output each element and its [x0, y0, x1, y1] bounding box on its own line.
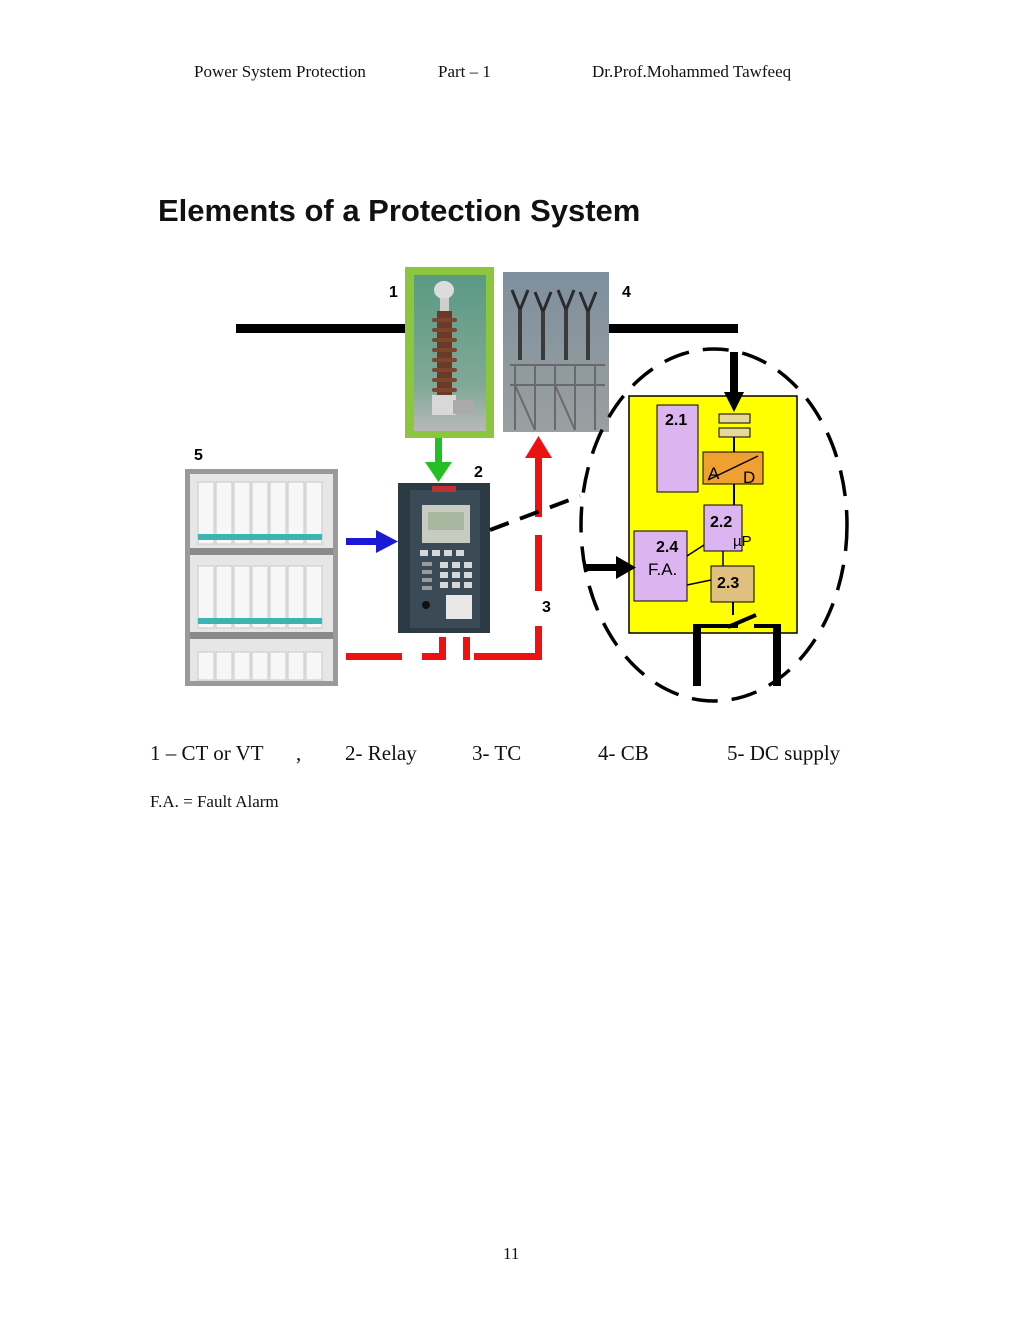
protection-system-diagram: 1 4 5 2 3 2.1 A D 2.2 µP 2.4 F.A. 2.3	[185, 267, 849, 703]
dc-battery-photo-icon	[185, 469, 338, 686]
ct-to-relay-arrow	[425, 438, 452, 482]
header-course: Power System Protection	[194, 62, 366, 81]
label-relay: 2	[474, 464, 483, 481]
label-ad-a: A	[708, 464, 720, 483]
current-transformer-photo-icon	[405, 267, 494, 438]
relay-detail-ellipse	[579, 347, 849, 703]
relay-detail-callout-line	[489, 494, 581, 532]
label-block-2-3: 2.3	[717, 575, 739, 592]
page-number: 11	[503, 1244, 520, 1263]
label-cb: 4	[622, 284, 631, 301]
header-part: Part – 1	[438, 62, 491, 81]
detail-input-arrow	[724, 352, 744, 412]
trip-circuit-tc	[346, 436, 552, 660]
bus-bar	[236, 324, 738, 333]
internal-wires	[686, 544, 724, 586]
block-2-1	[656, 404, 699, 493]
ad-converter-block	[702, 451, 764, 485]
legend-item-ct: 1 – CT or VT	[150, 741, 264, 765]
block-2-4-fault-alarm	[633, 530, 688, 602]
label-tc: 3	[542, 599, 551, 616]
label-block-2-4: 2.4	[656, 539, 678, 556]
page-title: Elements of a Protection System	[158, 193, 641, 228]
legend-item-tc: 3- TC	[472, 741, 522, 765]
circuit-breaker-photo-icon	[503, 272, 609, 432]
legend-item-relay: 2- Relay	[345, 741, 417, 765]
label-dc: 5	[194, 447, 203, 464]
legend-item-dc: 5- DC supply	[727, 741, 841, 765]
label-ct: 1	[389, 284, 398, 301]
input-transformer-symbol	[718, 413, 751, 452]
block-2-3	[710, 565, 755, 603]
trip-contact-output	[693, 602, 781, 686]
block-2-2-microprocessor	[703, 504, 743, 552]
label-fault-alarm: F.A.	[648, 560, 677, 579]
legend-separator: ,	[296, 741, 302, 765]
header-author: Dr.Prof.Mohammed Tawfeeq	[592, 62, 792, 81]
label-ad-d: D	[743, 468, 755, 487]
label-microprocessor: µP	[733, 533, 752, 550]
fault-alarm-note: F.A. = Fault Alarm	[150, 792, 279, 811]
legend-item-cb: 4- CB	[598, 741, 649, 765]
relay-photo-icon	[398, 483, 490, 633]
label-block-2-2: 2.2	[710, 514, 732, 531]
dc-to-relay-arrow	[346, 530, 398, 553]
fault-alarm-input-arrow	[584, 556, 636, 579]
label-block-2-1: 2.1	[665, 412, 687, 429]
